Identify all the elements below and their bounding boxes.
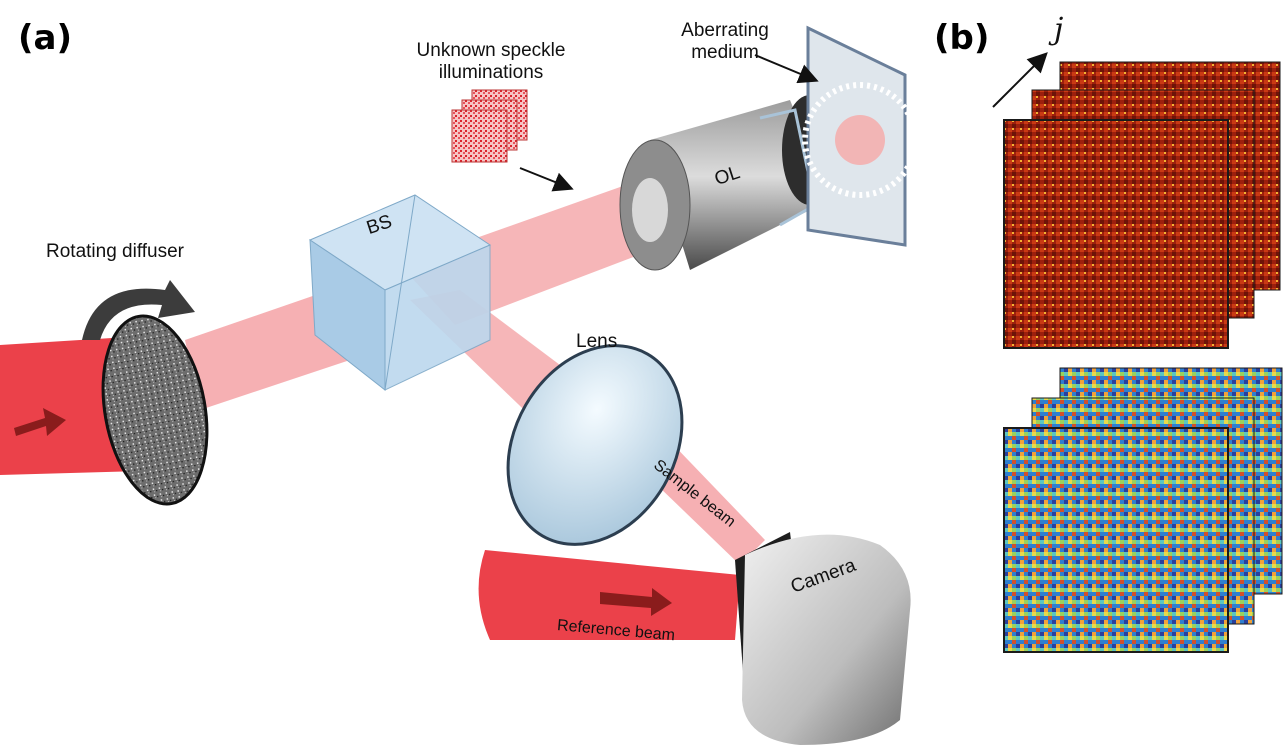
aberrating-label-line2: medium bbox=[691, 42, 759, 63]
focusing-lens bbox=[506, 344, 684, 546]
index-axis-arrow bbox=[992, 52, 1048, 108]
reference-beam-arrow-icon bbox=[600, 588, 672, 616]
lens-label: Lens bbox=[576, 331, 618, 352]
amplitude-image-stack bbox=[1003, 61, 1281, 349]
speckle-arrow bbox=[519, 167, 574, 192]
speckle-label-line1: Unknown speckle bbox=[416, 40, 566, 61]
input-beam-arrow-icon bbox=[14, 408, 66, 436]
speckle-illumination-stack bbox=[451, 89, 528, 163]
panel-b-label: (b) bbox=[934, 18, 990, 58]
speckle-label-line2: illuminations bbox=[438, 62, 544, 83]
rotating-diffuser-disk bbox=[101, 314, 209, 506]
panel-a-label: (a) bbox=[18, 18, 73, 58]
index-axis-label: j bbox=[1054, 12, 1064, 47]
rotating-diffuser-label: Rotating diffuser bbox=[46, 241, 185, 262]
aberrating-label-line1: Aberrating bbox=[681, 20, 769, 41]
beam-splitter-cube bbox=[308, 194, 492, 392]
aberrating-medium-arrow bbox=[754, 54, 819, 84]
rotation-arrow-icon bbox=[82, 280, 195, 340]
camera bbox=[735, 532, 911, 745]
aberrating-medium bbox=[802, 25, 918, 247]
phase-image-stack bbox=[1003, 367, 1283, 653]
